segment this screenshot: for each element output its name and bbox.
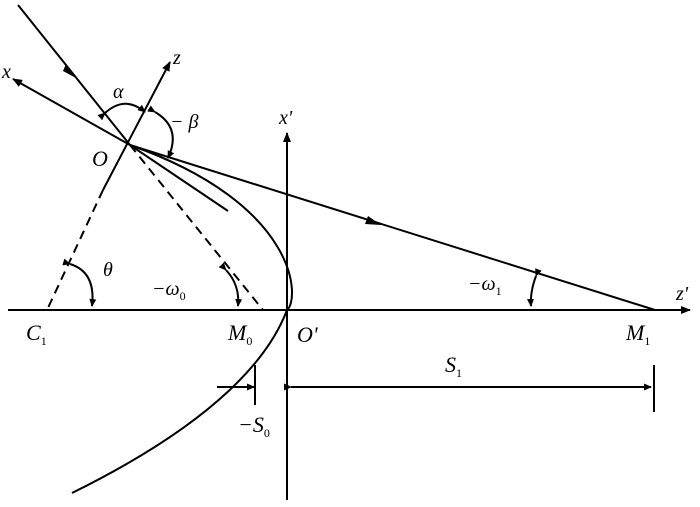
omega0-arc (218, 262, 243, 307)
z-axis-label: z (172, 47, 181, 69)
tangent-line (129, 144, 229, 212)
theta-label: θ (103, 259, 113, 281)
theta-arc (62, 258, 97, 307)
C1-label: C1 (26, 320, 47, 348)
omega0-label: −ω0 (152, 278, 186, 303)
S0-label: −S0 (238, 412, 270, 440)
x-axis-line (12, 78, 131, 146)
S1-label: S1 (445, 352, 462, 380)
alpha-label: α (113, 81, 124, 103)
reflected-ray-arrow (365, 216, 381, 225)
origin-O-label: O (92, 146, 108, 171)
ray-extension-dashed-line (129, 144, 264, 311)
beta-label: − β (170, 111, 198, 133)
M0-label: M0 (227, 320, 252, 348)
conic-curve (71, 144, 294, 494)
omega1-arc (527, 268, 542, 307)
incident-ray-arrow (63, 64, 76, 78)
alpha-arc (97, 102, 146, 121)
omega1-label: −ω1 (468, 273, 502, 298)
normal-dashed-line (46, 189, 104, 311)
M1-label: M1 (625, 320, 650, 348)
reflected-ray (129, 144, 656, 311)
zprime-axis-label: z' (675, 283, 689, 305)
origin-Oprime-label: O' (297, 322, 318, 347)
incident-ray (17, 4, 131, 146)
x-axis-label: x (1, 61, 11, 83)
beta-arc (147, 105, 175, 159)
xprime-axis-label: x' (278, 107, 293, 129)
z-axis-line (102, 61, 171, 191)
